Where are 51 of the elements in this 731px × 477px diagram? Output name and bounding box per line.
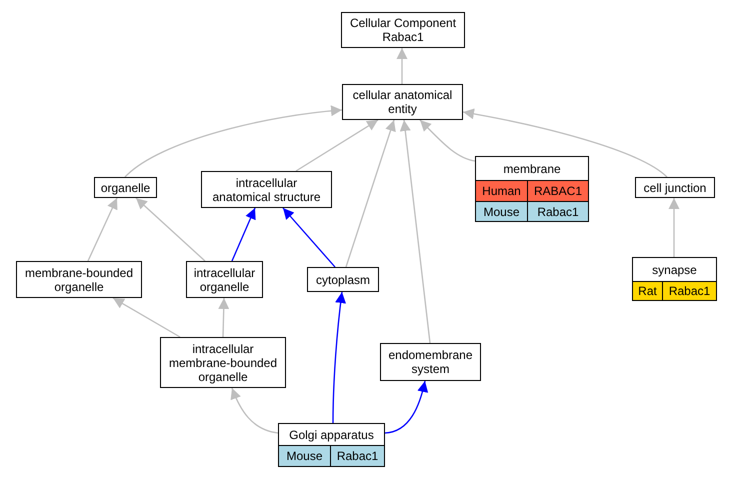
arrow: [124, 106, 342, 178]
species-cell: Mouse: [476, 201, 528, 221]
term-box: [342, 84, 463, 120]
term-box: [201, 171, 332, 208]
term-box: [278, 423, 385, 467]
term-box: [380, 343, 481, 381]
arrow: [218, 298, 230, 338]
arrow: [384, 380, 428, 434]
term-box: [307, 267, 379, 292]
term-label: intracellular membrane-bounded organelle: [168, 342, 278, 384]
gene-cell: Rabac1: [331, 445, 384, 466]
arrow: [282, 208, 336, 268]
arrow: [420, 120, 476, 162]
term-label: intracellular anatomical structure: [211, 176, 322, 204]
arrow: [87, 198, 118, 262]
term-label: synapse: [652, 262, 697, 276]
species-cell: Mouse: [279, 445, 331, 466]
term-label: endomembrane system: [387, 348, 474, 376]
term-box: [475, 156, 589, 222]
gene-cell: RABAC1: [528, 180, 588, 201]
term-label: membrane-bounded organelle: [24, 266, 134, 294]
term-box: [341, 12, 465, 48]
arrow: [400, 120, 431, 344]
arrow: [296, 119, 378, 172]
arrow: [231, 208, 256, 262]
arrow: [396, 48, 408, 84]
arrow: [462, 108, 668, 178]
term-label: cell junction: [644, 180, 706, 194]
term-box: [94, 177, 157, 198]
gene-cell: Rabac1: [528, 201, 588, 221]
term-label: Cellular Component Rabac1: [348, 16, 458, 44]
term-label: cytoplasm: [316, 272, 370, 286]
arrow: [136, 198, 206, 262]
arrow: [112, 297, 180, 338]
term-label: organelle: [100, 180, 150, 194]
term-label: cellular anatomical entity: [352, 88, 454, 116]
term-box: [632, 257, 717, 301]
gene-cell: Rabac1: [663, 281, 716, 300]
term-box: [635, 177, 715, 198]
term-label: Golgi apparatus: [289, 428, 374, 442]
arrow: [345, 120, 396, 268]
term-box: [160, 337, 286, 388]
term-box: [16, 261, 142, 298]
term-label: membrane: [503, 162, 561, 176]
term-box: [186, 261, 263, 298]
species-cell: Rat: [633, 281, 663, 300]
arrow: [230, 388, 278, 434]
species-cell: Human: [476, 180, 528, 201]
arrow: [332, 292, 346, 423]
term-label: intracellular organelle: [192, 266, 256, 294]
arrow: [668, 198, 680, 257]
